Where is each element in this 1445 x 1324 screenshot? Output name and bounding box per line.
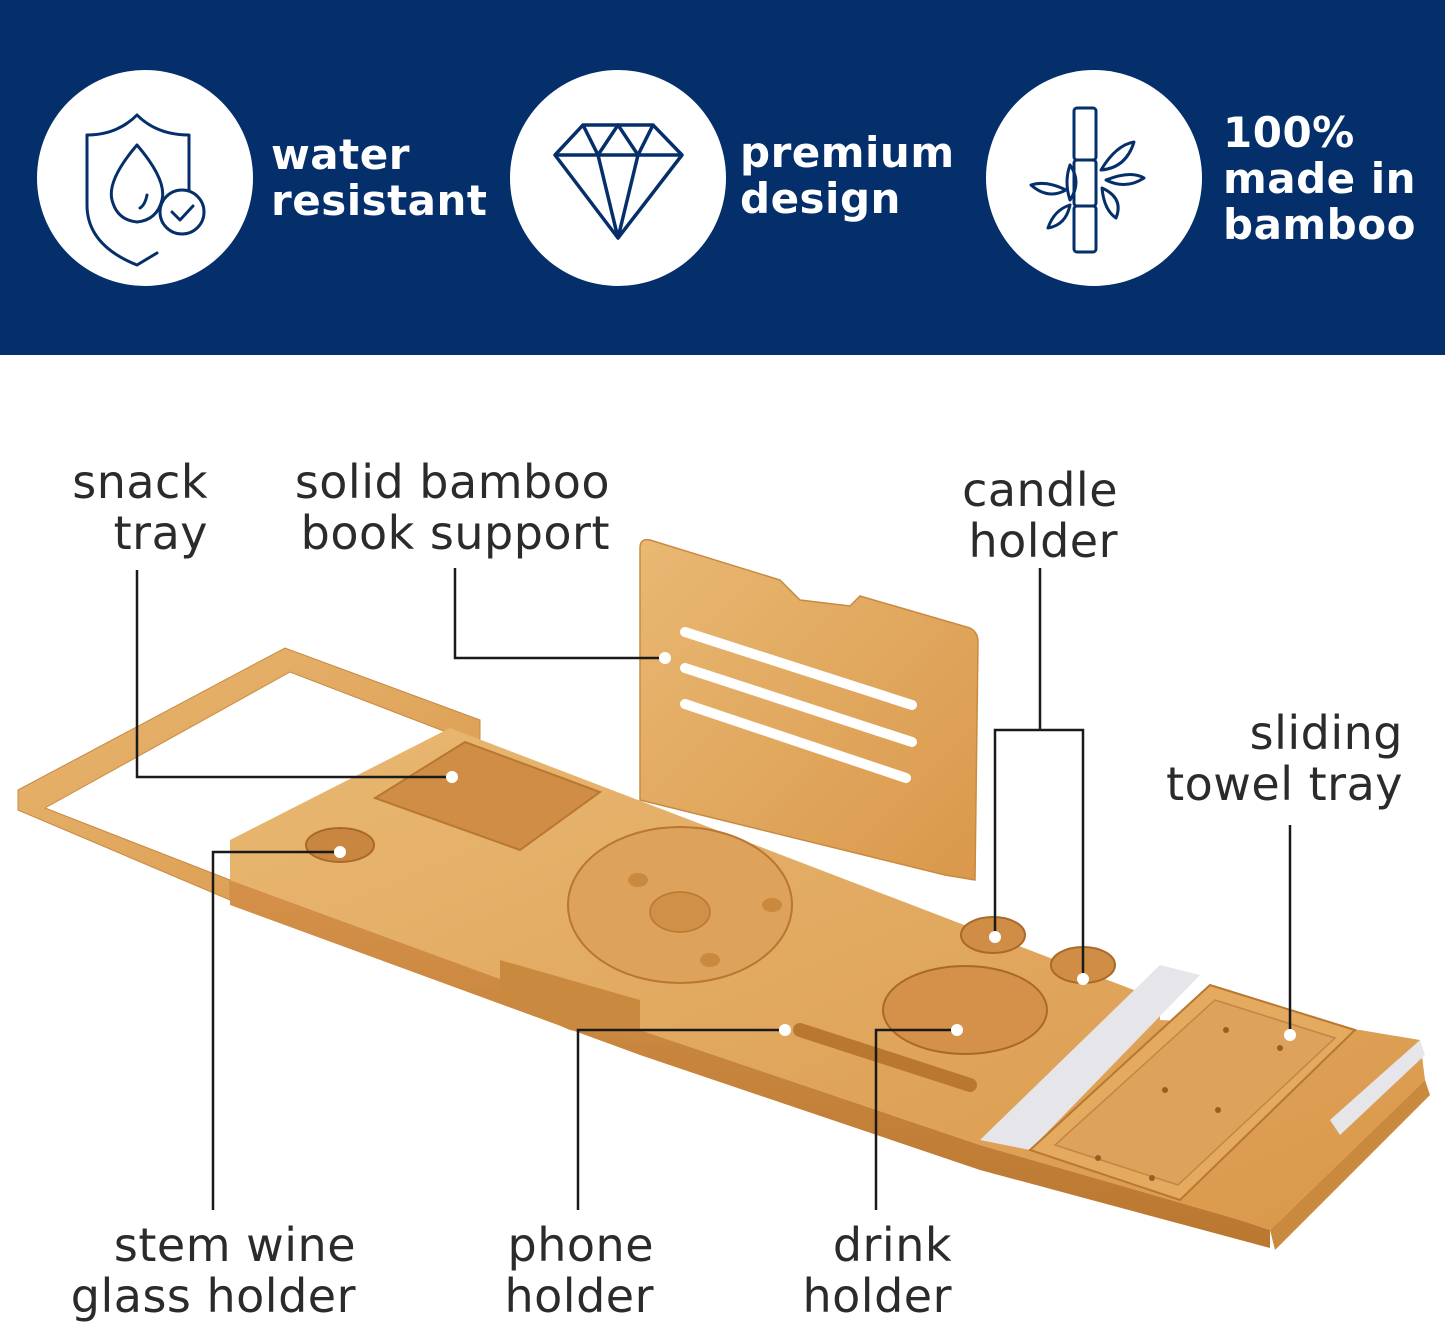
diamond-icon — [553, 123, 684, 240]
bamboo-bath-caddy-illustration — [17, 538, 1430, 1250]
label-drink-holder: drink holder — [802, 1218, 952, 1323]
callout-lines — [135, 568, 1292, 1210]
feature-text-premium-design: premium design — [740, 128, 955, 223]
feature-text-100-bamboo: 100% made in bamboo — [1223, 108, 1417, 249]
label-wine-holder: stem wine glass holder — [70, 1218, 356, 1323]
label-towel-tray: sliding towel tray — [1166, 706, 1403, 811]
callout-dots — [334, 652, 1296, 1041]
label-snack-tray: snack tray — [72, 455, 208, 560]
label-candle-holder: candle holder — [962, 463, 1118, 568]
shield-water-drop-check-icon — [85, 113, 206, 267]
label-book-support: solid bamboo book support — [294, 455, 610, 560]
feature-text-water-resistant: water resistant — [271, 130, 488, 225]
features-banner: water resistant premium design — [0, 0, 1445, 355]
bamboo-badge — [986, 70, 1202, 286]
water-resistant-badge — [37, 70, 253, 286]
premium-design-badge — [510, 70, 726, 286]
label-phone-holder: phone holder — [504, 1218, 654, 1323]
bamboo-icon — [1029, 106, 1146, 254]
product-diagram: snack tray solid bamboo book support can… — [0, 355, 1445, 1324]
